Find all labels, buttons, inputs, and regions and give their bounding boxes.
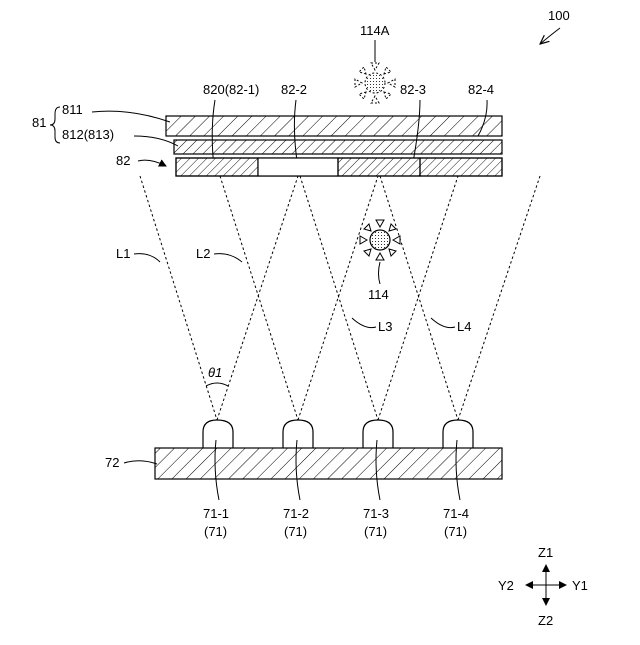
leader-L4: [431, 318, 455, 328]
leader-72: [124, 461, 157, 464]
ray-71-3-left: [300, 176, 378, 420]
sun-114a-icon: [355, 63, 395, 103]
ray-71-1-right: [217, 176, 298, 420]
leader-L3: [352, 318, 376, 328]
layer-812: [174, 140, 502, 154]
label-71-group-2: (71): [284, 524, 307, 539]
led-71-2: [283, 420, 313, 448]
label-71-group-1: (71): [204, 524, 227, 539]
brace-81: [50, 107, 60, 143]
label-y2: Y2: [498, 578, 514, 593]
segment-82-4: [420, 158, 502, 176]
label-71-1: 71-1: [203, 506, 229, 521]
label-71-2: 71-2: [283, 506, 309, 521]
label-L3: L3: [378, 319, 392, 334]
led-71-1: [203, 420, 233, 448]
leader-L2: [214, 254, 242, 262]
label-811: 811: [62, 102, 83, 117]
label-71-group-4: (71): [444, 524, 467, 539]
label-820: 820(82-1): [203, 82, 259, 97]
label-114: 114: [368, 287, 389, 302]
label-L4: L4: [457, 319, 471, 334]
label-z1: Z1: [538, 545, 553, 560]
leader-100: [540, 28, 560, 44]
leader-114: [379, 262, 381, 284]
ray-71-2-right: [298, 176, 378, 420]
ray-71-4-left: [380, 176, 458, 420]
label-71-4: 71-4: [443, 506, 469, 521]
label-81: 81: [32, 115, 46, 130]
label-114a: 114A: [360, 23, 390, 38]
ray-71-3-right: [378, 176, 458, 420]
light-rays: [140, 176, 540, 420]
label-82-2: 82-2: [281, 82, 307, 97]
leader-811: [92, 111, 170, 122]
angle-arc-theta1: [206, 383, 228, 386]
segment-82-3: [338, 158, 420, 176]
led-71-4: [443, 420, 473, 448]
ray-71-4-right: [458, 176, 540, 420]
segment-820: [176, 158, 258, 176]
label-82: 82: [116, 153, 130, 168]
segment-82-2: [258, 158, 338, 176]
label-L2: L2: [196, 246, 210, 261]
label-z2: Z2: [538, 613, 553, 628]
leader-82: [138, 160, 166, 166]
label-812: 812(813): [62, 127, 114, 142]
label-72: 72: [105, 455, 119, 470]
layer-811: [166, 116, 502, 136]
led-71-3: [363, 420, 393, 448]
label-71-group-3: (71): [364, 524, 387, 539]
label-71-3: 71-3: [363, 506, 389, 521]
ray-71-2-left: [220, 176, 298, 420]
label-y1: Y1: [572, 578, 588, 593]
ray-71-1-left: [140, 176, 217, 420]
axes-indicator: Z1 Z2 Y2 Y1: [498, 545, 588, 628]
leader-812: [134, 136, 178, 146]
leader-L1: [134, 254, 160, 262]
board-72: [155, 448, 502, 479]
sun-114-icon: [360, 220, 400, 260]
label-100: 100: [548, 8, 570, 23]
layer-82: [176, 158, 502, 176]
label-theta1: θ1: [208, 365, 222, 380]
label-82-3: 82-3: [400, 82, 426, 97]
label-82-4: 82-4: [468, 82, 494, 97]
label-L1: L1: [116, 246, 130, 261]
